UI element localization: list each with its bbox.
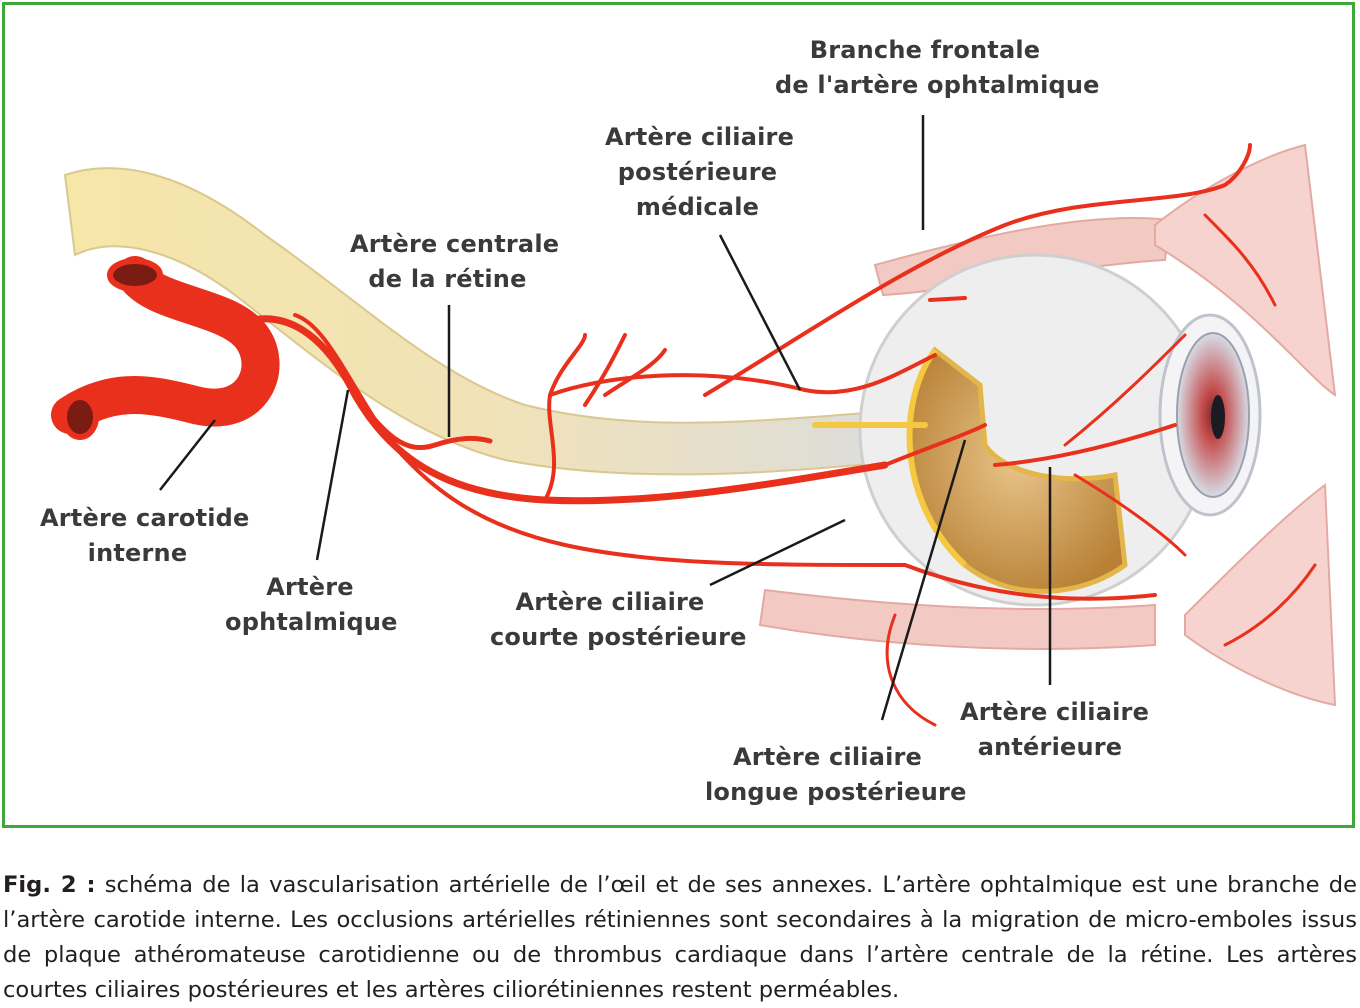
label-line: Artère ciliaire bbox=[732, 743, 923, 771]
label-carotide-interne: Artère carotide interne bbox=[40, 501, 250, 571]
label-line: interne bbox=[87, 539, 188, 567]
label-ciliaire-longue: Artère ciliaire longue postérieure bbox=[705, 740, 967, 810]
label-line: antérieure bbox=[977, 733, 1123, 761]
carotid-opening-top bbox=[107, 258, 163, 292]
internal-carotid-artery bbox=[51, 256, 280, 434]
label-ciliaire-courte: Artère ciliaire courte postérieure bbox=[490, 585, 747, 655]
label-line: Artère ciliaire bbox=[515, 588, 705, 616]
label-line: Artère carotide bbox=[40, 504, 250, 532]
label-line: Branche frontale bbox=[809, 36, 1041, 64]
label-line: Artère bbox=[266, 573, 354, 601]
lower-eyelid bbox=[1184, 483, 1337, 707]
figure-caption: Fig. 2 : schéma de la vascularisation ar… bbox=[3, 868, 1357, 1008]
pupil bbox=[1211, 395, 1225, 439]
carotid-opening-bottom bbox=[61, 394, 99, 440]
leader-lines bbox=[159, 115, 1052, 721]
label-line: de l'artère ophtalmique bbox=[775, 71, 1100, 99]
label-ciliaire-anterieure: Artère ciliaire antérieure bbox=[960, 695, 1150, 765]
label-line: courte postérieure bbox=[490, 623, 747, 651]
label-line: ophtalmique bbox=[225, 608, 398, 636]
label-line: postérieure bbox=[617, 158, 778, 186]
label-branche-frontale: Branche frontale de l'artère ophtalmique bbox=[775, 33, 1100, 103]
label-line: de la rétine bbox=[368, 265, 527, 293]
label-line: médicale bbox=[635, 193, 760, 221]
label-ophtalmique: Artère ophtalmique bbox=[225, 570, 398, 640]
label-line: Artère centrale bbox=[350, 230, 560, 258]
anatomy-figure: Branche frontale de l'artère ophtalmique… bbox=[2, 2, 1355, 828]
inferior-rectus-muscle bbox=[758, 588, 1156, 650]
caption-text: schéma de la vascularisation artérielle … bbox=[3, 872, 1357, 1003]
caption-prefix: Fig. 2 : bbox=[3, 872, 96, 898]
label-centrale-retine: Artère centrale de la rétine bbox=[350, 227, 560, 297]
label-line: Artère ciliaire bbox=[605, 123, 795, 151]
artery-network bbox=[231, 143, 1317, 727]
upper-eyelid bbox=[1154, 143, 1337, 398]
eye-vascularization-illustration bbox=[51, 115, 1337, 727]
label-line: longue postérieure bbox=[705, 778, 967, 806]
label-line: Artère ciliaire bbox=[960, 698, 1150, 726]
label-ciliaire-posterieure-mediale: Artère ciliaire postérieure médicale bbox=[605, 120, 795, 225]
